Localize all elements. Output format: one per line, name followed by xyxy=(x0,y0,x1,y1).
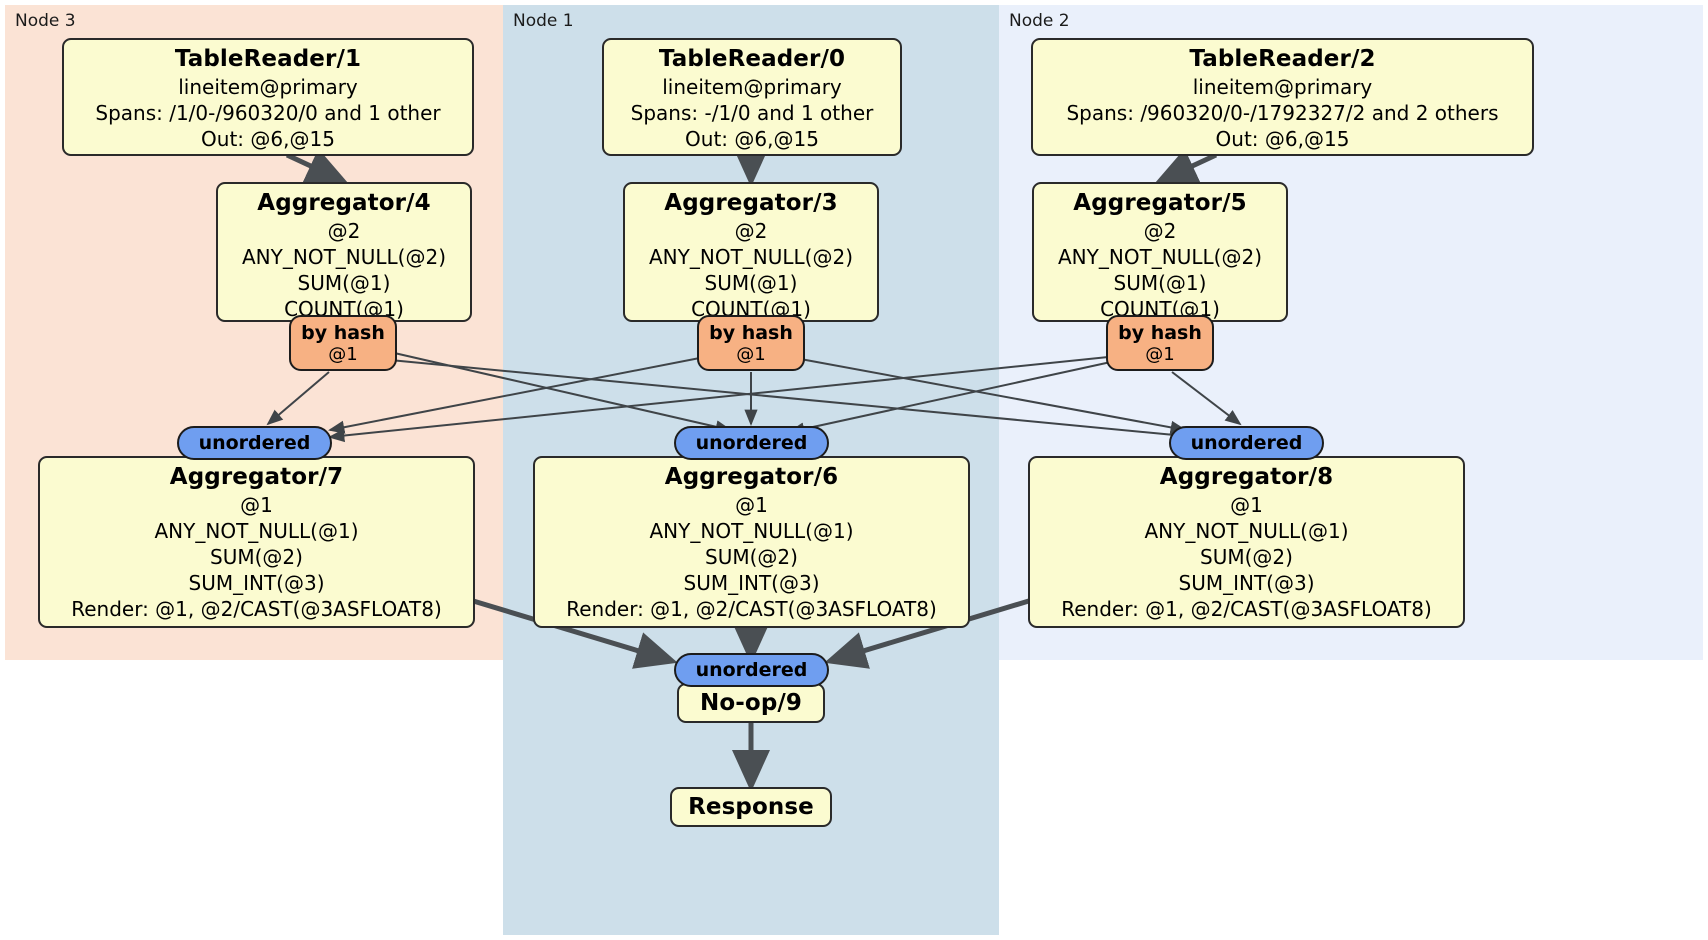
processor-line: @1 xyxy=(240,493,273,517)
processor-line: lineitem@primary xyxy=(662,75,842,99)
processor-title: Aggregator/4 xyxy=(257,190,431,216)
processor-aggregator-3[interactable]: Aggregator/3 @2 ANY_NOT_NULL(@2) SUM(@1)… xyxy=(623,182,879,322)
processor-title: Aggregator/6 xyxy=(664,464,839,490)
processor-tablereader-0[interactable]: TableReader/0 lineitem@primary Spans: -/… xyxy=(602,38,902,156)
processor-line: Out: @6,@15 xyxy=(1215,127,1350,151)
badge-label: unordered xyxy=(1190,432,1303,454)
processor-title: Aggregator/3 xyxy=(664,190,838,216)
processor-line: @2 xyxy=(1143,219,1177,243)
processor-aggregator-5[interactable]: Aggregator/5 @2 ANY_NOT_NULL(@2) SUM(@1)… xyxy=(1032,182,1288,322)
processor-response[interactable]: Response xyxy=(670,787,832,827)
badge-sublabel: @1 xyxy=(328,343,358,365)
processor-line: Out: @6,@15 xyxy=(201,127,335,151)
processor-line: SUM_INT(@3) xyxy=(188,571,325,595)
processor-line: SUM_INT(@3) xyxy=(1178,571,1315,595)
processor-line: Render: @1, @2/CAST(@3ASFLOAT8) xyxy=(1061,597,1432,621)
processor-line: ANY_NOT_NULL(@1) xyxy=(154,519,359,543)
processor-line: ANY_NOT_NULL(@2) xyxy=(649,245,853,269)
processor-line: Render: @1, @2/CAST(@3ASFLOAT8) xyxy=(566,597,937,621)
processor-aggregator-7[interactable]: Aggregator/7 @1 ANY_NOT_NULL(@1) SUM(@2)… xyxy=(38,456,475,628)
processor-line: @2 xyxy=(327,219,361,243)
processor-line: lineitem@primary xyxy=(1192,75,1373,99)
processor-line: @1 xyxy=(735,493,768,517)
processor-line: SUM(@1) xyxy=(1113,271,1207,295)
badge-unordered-left[interactable]: unordered xyxy=(177,426,332,460)
processor-tablereader-1[interactable]: TableReader/1 lineitem@primary Spans: /1… xyxy=(62,38,474,156)
badge-by-hash-right[interactable]: by hash @1 xyxy=(1106,315,1214,371)
badge-by-hash-mid[interactable]: by hash @1 xyxy=(697,315,805,371)
badge-unordered-mid[interactable]: unordered xyxy=(674,426,829,460)
processor-line: SUM(@1) xyxy=(297,271,391,295)
badge-label: by hash xyxy=(301,321,385,344)
badge-label: unordered xyxy=(198,432,311,454)
node-label-node1: Node 1 xyxy=(513,11,574,31)
processor-title: Response xyxy=(688,793,814,820)
processor-line: ANY_NOT_NULL(@2) xyxy=(242,245,446,269)
node-label-node3: Node 3 xyxy=(15,11,76,31)
processor-aggregator-6[interactable]: Aggregator/6 @1 ANY_NOT_NULL(@1) SUM(@2)… xyxy=(533,456,970,628)
badge-by-hash-left[interactable]: by hash @1 xyxy=(289,315,397,371)
processor-line: Spans: /960320/0-/1792327/2 and 2 others xyxy=(1066,101,1499,125)
processor-line: Render: @1, @2/CAST(@3ASFLOAT8) xyxy=(71,597,442,621)
processor-line: ANY_NOT_NULL(@2) xyxy=(1058,245,1262,269)
processor-line: @1 xyxy=(1230,493,1263,517)
processor-line: Spans: -/1/0 and 1 other xyxy=(630,101,874,125)
processor-title: Aggregator/8 xyxy=(1159,464,1334,490)
badge-label: unordered xyxy=(695,659,808,681)
processor-line: lineitem@primary xyxy=(178,75,358,99)
processor-line: SUM_INT(@3) xyxy=(683,571,820,595)
processor-tablereader-2[interactable]: TableReader/2 lineitem@primary Spans: /9… xyxy=(1031,38,1534,156)
processor-title: Aggregator/5 xyxy=(1073,190,1247,216)
processor-line: Out: @6,@15 xyxy=(685,127,819,151)
processor-title: TableReader/0 xyxy=(658,46,846,72)
processor-line: ANY_NOT_NULL(@1) xyxy=(1144,519,1349,543)
badge-label: unordered xyxy=(695,432,808,454)
processor-title: TableReader/1 xyxy=(174,46,362,72)
badge-unordered-right[interactable]: unordered xyxy=(1169,426,1324,460)
processor-noop-9[interactable]: No-op/9 xyxy=(677,683,825,723)
badge-sublabel: @1 xyxy=(1145,343,1175,365)
badge-unordered-final[interactable]: unordered xyxy=(674,653,829,687)
processor-line: SUM(@2) xyxy=(705,545,798,569)
badge-label: by hash xyxy=(1118,321,1202,344)
processor-title: Aggregator/7 xyxy=(169,464,344,490)
badge-label: by hash xyxy=(709,321,793,344)
processor-line: Spans: /1/0-/960320/0 and 1 other xyxy=(95,101,441,125)
processor-title: TableReader/2 xyxy=(1189,46,1376,72)
processor-title: No-op/9 xyxy=(700,689,802,716)
badge-sublabel: @1 xyxy=(736,343,766,365)
processor-aggregator-4[interactable]: Aggregator/4 @2 ANY_NOT_NULL(@2) SUM(@1)… xyxy=(216,182,472,322)
processor-line: SUM(@2) xyxy=(1200,545,1293,569)
processor-line: ANY_NOT_NULL(@1) xyxy=(649,519,854,543)
processor-line: SUM(@2) xyxy=(210,545,303,569)
processor-line: @2 xyxy=(734,219,768,243)
processor-line: SUM(@1) xyxy=(704,271,798,295)
processor-aggregator-8[interactable]: Aggregator/8 @1 ANY_NOT_NULL(@1) SUM(@2)… xyxy=(1028,456,1465,628)
node-label-node2: Node 2 xyxy=(1009,11,1070,31)
